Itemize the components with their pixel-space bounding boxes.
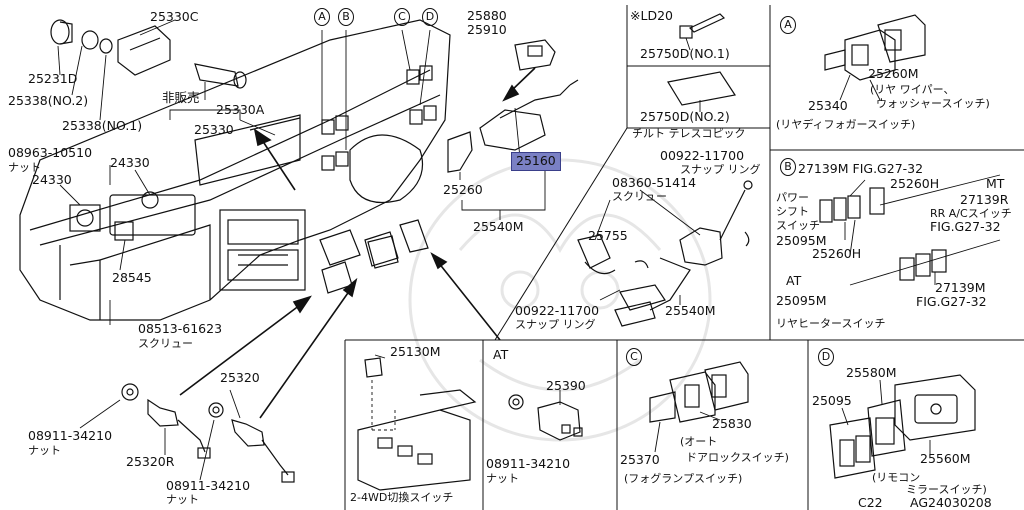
part-27139r: 27139R <box>960 192 1009 207</box>
part-25260m: 25260M <box>868 66 919 81</box>
part-25540m-multi: 25540M <box>665 303 716 318</box>
part-00922-11700-lower: 00922-11700 <box>515 303 600 318</box>
fig-reference-1: FIG.G27-32 <box>930 219 1001 234</box>
part-25320r: 25320R <box>126 454 175 469</box>
part-27139m-lower: 27139M <box>935 280 986 295</box>
part-25320: 25320 <box>220 370 260 385</box>
awd-switch-label: 2-4WD切換スイッチ <box>350 491 454 504</box>
power-shift-switch <box>819 179 947 285</box>
nut-label-1: ナット <box>8 161 41 174</box>
panel-b-tag: B <box>780 158 796 176</box>
rear-ac-switch-label: RR A/Cスイッチ <box>930 207 1012 220</box>
part-25330a: 25330A <box>216 102 265 117</box>
not-sold-label: 非販売 <box>162 90 200 105</box>
part-25338-no2: 25338(NO.2) <box>8 93 89 108</box>
part-25095m-upper: 25095M <box>776 233 827 248</box>
part-25231d: 25231D <box>28 71 78 86</box>
nut-label-4: ナット <box>486 472 519 485</box>
page-code-c22: C22 <box>858 495 883 510</box>
washer-switch-label: ウォッシャースイッチ) <box>876 97 990 110</box>
remote-label: (リモコン <box>872 471 921 484</box>
snap-ring-label-1: スナップ リング <box>680 163 761 176</box>
part-00922-11700-upper: 00922-11700 <box>660 148 745 163</box>
part-25750d-no2: 25750D(NO.2) <box>640 109 730 124</box>
instrument-panel <box>19 19 451 321</box>
part-25390: 25390 <box>546 378 586 393</box>
power-label: パワー <box>776 191 809 204</box>
panel-a-tag: A <box>780 16 796 34</box>
part-25260: 25260 <box>443 182 483 197</box>
part-25370: 25370 <box>620 452 660 467</box>
part-25130m: 25130M <box>390 344 441 359</box>
door-lock-switch-label: ドアロックスイッチ) <box>686 451 789 464</box>
switch-label-b: スイッチ <box>776 219 820 232</box>
rear-wiper-label: (リヤ ワイパー、 <box>870 83 955 96</box>
part-25260h-lower: 25260H <box>812 246 862 261</box>
shift-label: シフト <box>776 205 809 218</box>
part-28545: 28545 <box>112 270 152 285</box>
part-25560m: 25560M <box>920 451 971 466</box>
rear-wiper-switch <box>824 14 926 101</box>
part-25095m-lower: 25095M <box>776 293 827 308</box>
part-27139m-fig-top: 27139M FIG.G27-32 <box>798 161 924 176</box>
part-25330c: 25330C <box>150 9 199 24</box>
auto-label: (オート <box>680 435 718 448</box>
part-25160-highlighted: 25160 <box>511 152 561 171</box>
part-25338-no1: 25338(NO.1) <box>62 118 143 133</box>
rear-defogger-label: (リヤディフォガースイッチ) <box>776 118 916 131</box>
fog-lamp-switch <box>649 361 749 453</box>
part-08963-10510: 08963-10510 <box>8 145 93 160</box>
part-25330: 25330 <box>194 122 234 137</box>
multifunction-switch <box>577 180 753 327</box>
at-label-1: AT <box>786 273 802 288</box>
mirror-switch-label: ミラースイッチ) <box>906 483 987 496</box>
section-tag-c-marker: C <box>394 8 410 26</box>
drawing-number: AG24030208 <box>910 495 992 510</box>
ld20-note: ※LD20 <box>630 8 673 23</box>
part-08360-51414: 08360-51414 <box>612 175 697 190</box>
part-25880: 25880 <box>467 8 507 23</box>
section-tag-d-marker: D <box>422 8 438 26</box>
fog-lamp-switch-label: (フォグランプスイッチ) <box>624 472 743 485</box>
part-08513-61623: 08513-61623 <box>138 321 223 336</box>
nut-label-2: ナット <box>28 444 61 457</box>
part-08911-34210-c: 08911-34210 <box>486 456 571 471</box>
part-25580m: 25580M <box>846 365 897 380</box>
section-tag-a-marker: A <box>314 8 330 26</box>
part-25540m-column: 25540M <box>473 219 524 234</box>
nut-label-3: ナット <box>166 493 199 506</box>
at-switch <box>508 390 583 441</box>
stop-lamp-switches <box>79 383 295 483</box>
tilt-telescopic-label: チルト テレスコピック <box>632 127 746 140</box>
tilt-telescopic-parts <box>667 13 736 112</box>
screw-label-1: スクリュー <box>138 337 193 350</box>
part-08911-34210-b: 08911-34210 <box>166 478 251 493</box>
rear-heater-switch-label: リヤヒータースイッチ <box>776 317 886 330</box>
mt-label: MT <box>986 176 1005 191</box>
part-24330-right: 24330 <box>110 155 150 170</box>
part-25095: 25095 <box>812 393 852 408</box>
part-25340: 25340 <box>808 98 848 113</box>
part-25910: 25910 <box>467 22 507 37</box>
panel-c-tag: C <box>626 348 642 366</box>
at-label-2: AT <box>493 347 509 362</box>
awd-switch-panel <box>357 354 477 491</box>
fig-reference-2: FIG.G27-32 <box>916 294 987 309</box>
mirror-switch-assembly <box>829 374 976 479</box>
section-tag-b-marker: B <box>338 8 354 26</box>
part-08911-34210-a: 08911-34210 <box>28 428 113 443</box>
switch-knob-parts <box>50 19 247 89</box>
snap-ring-label-2: スナップ リング <box>515 318 596 331</box>
part-25830: 25830 <box>712 416 752 431</box>
part-25260h-upper: 25260H <box>890 176 940 191</box>
part-25755: 25755 <box>588 228 628 243</box>
part-24330-left: 24330 <box>32 172 72 187</box>
screw-label-2: スクリュー <box>612 190 667 203</box>
panel-frames <box>344 5 1024 510</box>
panel-d-tag: D <box>818 348 834 366</box>
combination-switch-top <box>447 39 579 220</box>
part-25750d-no1: 25750D(NO.1) <box>640 46 730 61</box>
